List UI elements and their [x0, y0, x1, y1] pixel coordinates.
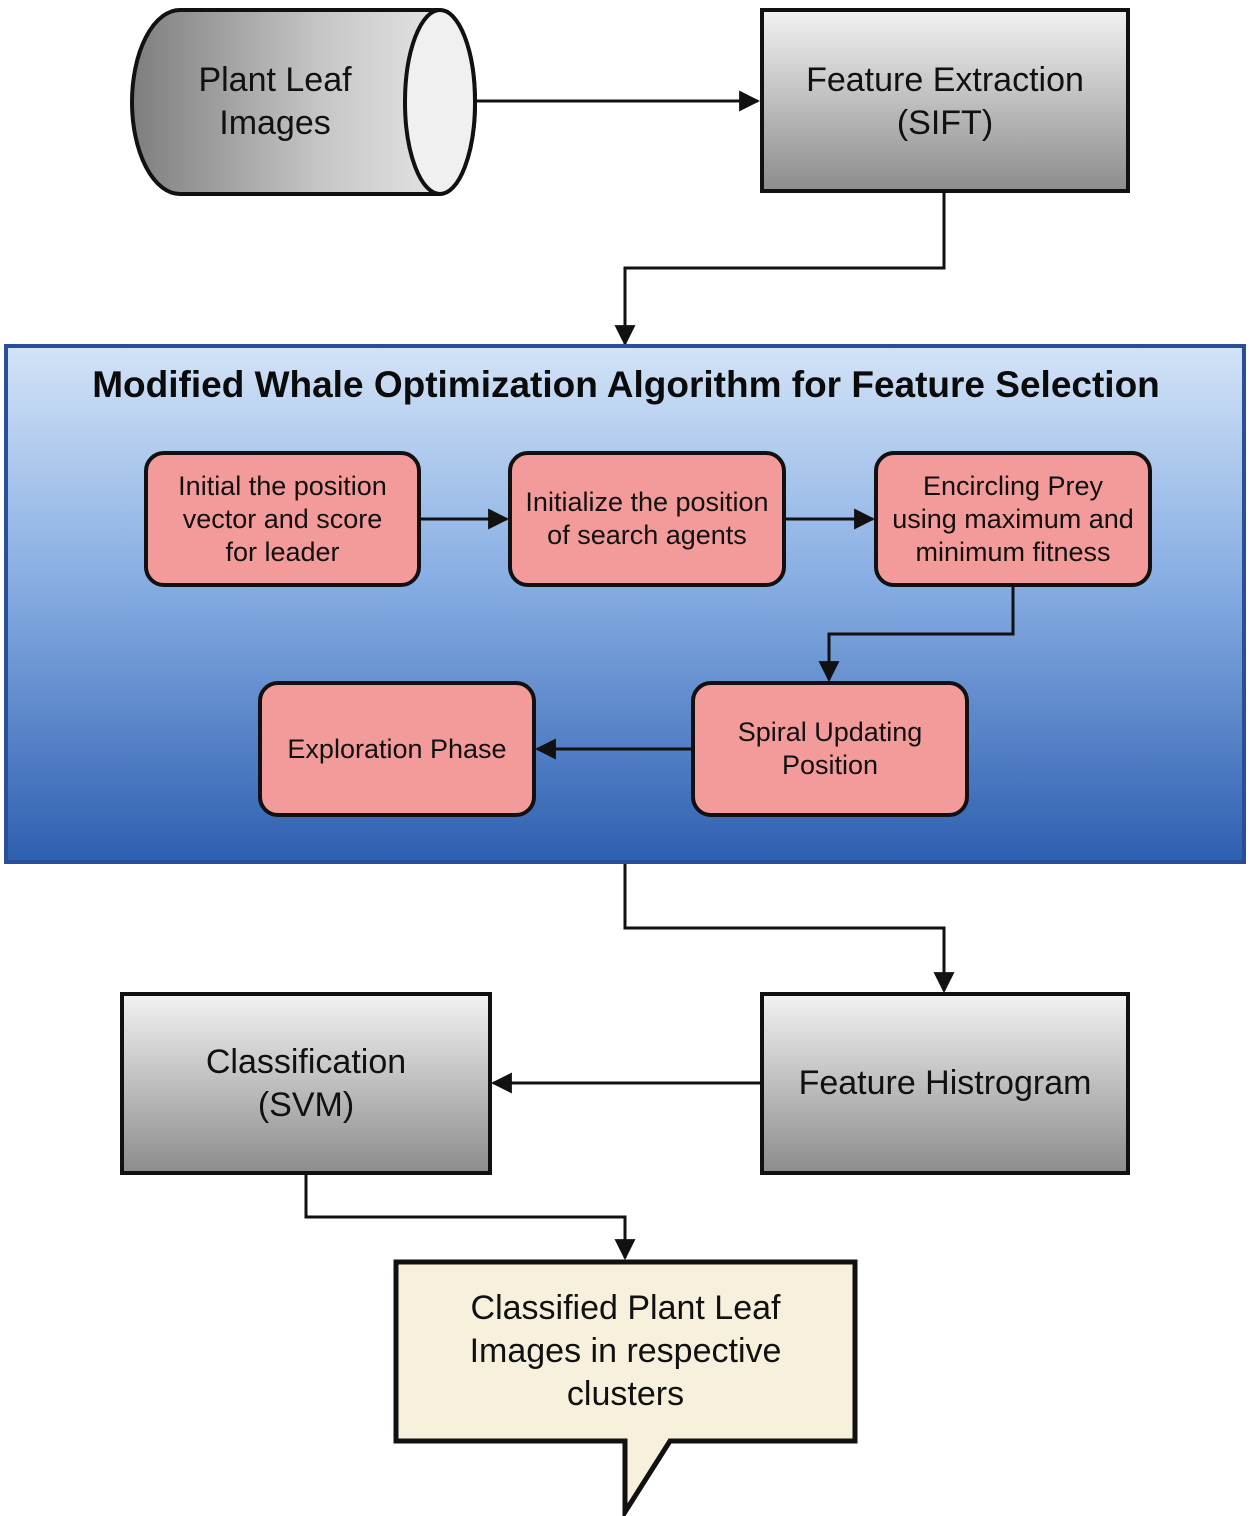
step-spiral-updating-label: Spiral Updating Position — [737, 717, 923, 780]
plant-leaf-images-label: Plant Leaf Images — [160, 58, 390, 146]
output-callout-shape — [393, 1259, 858, 1516]
feature-extraction-box — [760, 8, 1130, 193]
classification-box — [120, 992, 492, 1175]
step-exploration-phase-label: Exploration Phase — [287, 733, 507, 764]
output-label: Classified Plant Leaf Images in respecti… — [469, 1289, 782, 1413]
classification-label: Classification (SVM) — [124, 1040, 488, 1128]
step-initialize-agents-label: Initialize the position of search agents — [525, 487, 769, 550]
plant-leaf-images-line2: Images — [219, 104, 331, 142]
feature-extraction-line2: (SIFT) — [896, 104, 994, 142]
arrow-mwoa-to-histogram — [623, 864, 955, 994]
step-spiral-updating-box — [691, 681, 969, 817]
feature-histogram-box — [760, 992, 1130, 1175]
feature-histogram-label: Feature Histrogram — [798, 1064, 1092, 1102]
arrow-classification-to-output — [304, 1175, 636, 1261]
feature-extraction-line1: Feature Extraction — [806, 61, 1084, 99]
step-exploration-phase-box — [258, 681, 536, 817]
arrow-extraction-to-mwoa — [614, 193, 946, 347]
feature-extraction-label: Feature Extraction (SIFT) — [764, 58, 1126, 146]
mwoa-panel-title: Modified Whale Optimization Algorithm fo… — [92, 364, 1160, 405]
step-initial-leader-label: Initial the position vector and score fo… — [178, 470, 387, 567]
step-encircling-prey-box — [874, 451, 1152, 587]
step-initialize-agents-box — [508, 451, 786, 587]
classification-line2: (SVM) — [257, 1086, 355, 1124]
plant-leaf-images-cylinder — [130, 8, 477, 196]
step-encircling-prey-label: Encircling Prey using maximum and minimu… — [892, 470, 1134, 567]
arrow-step3-to-spiral — [818, 587, 1015, 683]
classification-line1: Classification — [205, 1043, 407, 1081]
plant-leaf-images-line1: Plant Leaf — [198, 61, 352, 99]
step-initial-leader-box — [144, 451, 421, 587]
mwoa-panel — [4, 344, 1246, 864]
